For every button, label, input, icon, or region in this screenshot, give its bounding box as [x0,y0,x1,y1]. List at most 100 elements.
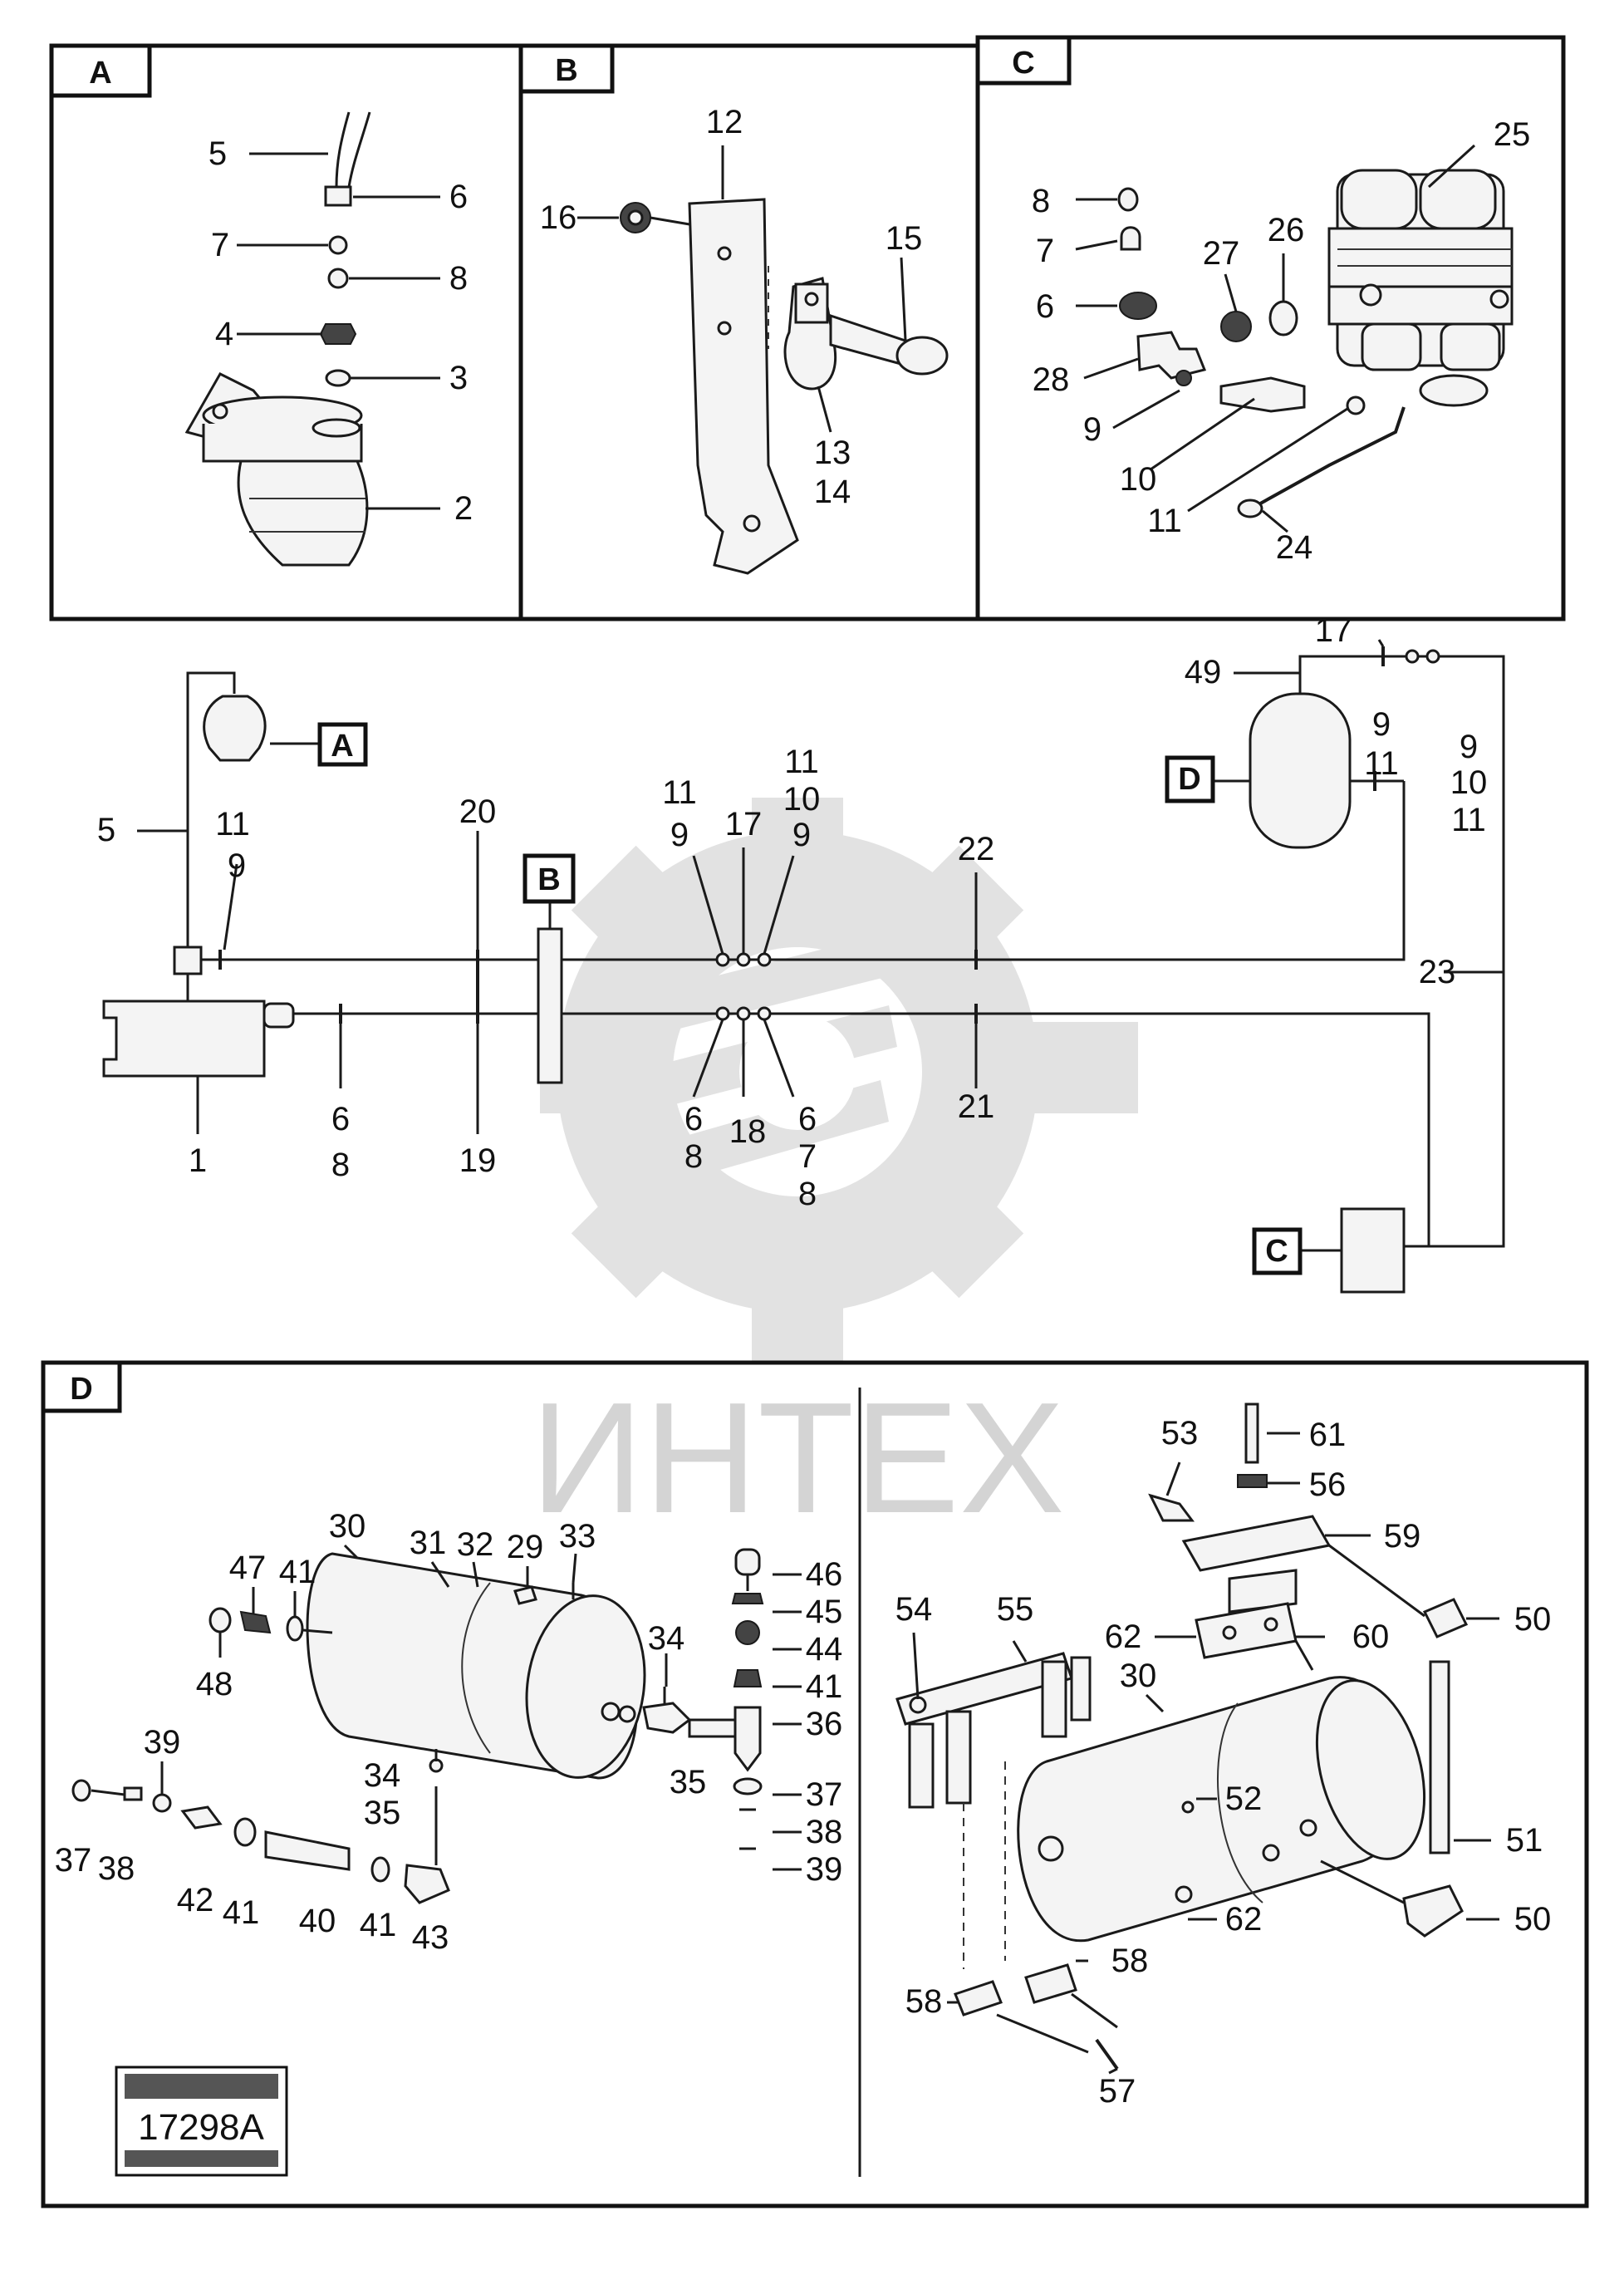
callout-9: 9 [1083,411,1101,448]
callout-7: 7 [211,227,229,263]
callout-54: 54 [895,1591,933,1628]
panel-a: A 5 6 7 8 4 3 2 [49,43,523,621]
callout-41: 41 [360,1907,397,1943]
callout-11: 11 [1147,503,1182,539]
watermark-gear [540,798,1138,1363]
tee-fitting-icon [733,1706,762,1772]
callout-8: 8 [798,1176,817,1212]
callout-39: 39 [806,1851,843,1888]
callout-53: 53 [1161,1415,1199,1452]
callout-6: 6 [798,1101,817,1137]
callout-41: 41 [806,1668,843,1705]
ref-tag-b [523,853,576,904]
washer-icon [286,1615,304,1642]
callout-59: 59 [1384,1518,1421,1555]
valve-unit-icon [1340,1207,1406,1294]
hose-fitting-icon [324,185,352,207]
callout-15: 15 [886,220,923,257]
callout-22: 22 [958,831,995,867]
callout-6: 6 [684,1101,703,1137]
brake-chamber-icon [203,695,267,762]
valve-icon [173,946,203,975]
panel-d: D [41,1360,1589,2208]
callout-58: 58 [1111,1943,1149,1979]
callout-10: 10 [783,781,821,818]
callout-3: 3 [449,360,468,396]
callout-11: 11 [662,774,697,811]
callout-17: 17 [725,806,763,842]
bracket-icon [537,927,563,1084]
ref-tag-b-label: B [537,862,560,897]
mounting-bracket-icon [688,198,799,575]
callout-58: 58 [905,1983,943,2020]
ref-tag-a-label: A [331,729,353,764]
bolt-icon [620,202,690,233]
ref-tag-a [317,722,368,767]
callout-11: 11 [215,806,250,842]
callout-11: 11 [784,744,819,780]
callout-14: 14 [814,474,851,510]
ref-tag-c [1252,1227,1303,1275]
drawing-number-stamp: 17298A [115,2066,288,2177]
callout-39: 39 [144,1724,181,1761]
callout-16: 16 [540,199,577,236]
callout-45: 45 [806,1594,843,1630]
callout-42: 42 [177,1882,214,1918]
panel-b: B 12 16 15 13 14 [518,43,980,621]
o-ring-icon [1268,300,1298,336]
callout-41: 41 [223,1894,260,1931]
callout-6: 6 [1036,288,1054,325]
callout-37: 37 [806,1776,843,1813]
main-schematic: A B D C [97,612,1505,1294]
callout-35: 35 [364,1795,401,1831]
compressor-icon [102,1000,266,1078]
callout-4: 4 [215,316,233,352]
elbow-fitting-icon [1402,1884,1464,1938]
nut-icon [1119,292,1157,320]
ref-tag-d-label: D [1178,762,1200,797]
nut-icon [239,1610,272,1634]
callout-52: 52 [1225,1781,1263,1817]
callout-8: 8 [684,1138,703,1175]
drawing-number: 17298A [138,2107,264,2148]
callout-57: 57 [1099,2073,1136,2110]
valve-manifold-icon [1181,1515,1332,1572]
callout-46: 46 [806,1556,843,1593]
gasket-icon [325,369,351,387]
nut-icon [319,323,357,345]
callout-17: 17 [1315,612,1352,649]
callout-27: 27 [1203,235,1240,272]
panel-c: C [975,35,1566,621]
elbow-fitting-icon [1422,1598,1469,1638]
callout-24: 24 [1276,529,1313,566]
callout-11: 11 [1451,802,1486,838]
sleeve-icon [1120,226,1141,251]
callout-10: 10 [1450,764,1488,801]
callout-34: 34 [648,1620,685,1657]
callout-35: 35 [670,1764,707,1800]
callout-32: 32 [457,1526,494,1563]
callout-41: 41 [279,1554,316,1590]
callout-30: 30 [1120,1658,1157,1694]
air-reservoir-icon [1249,692,1352,849]
mounted-tank-icon [1017,1676,1426,1943]
o-ring-icon [328,235,348,255]
callout-38: 38 [98,1850,135,1887]
callout-44: 44 [806,1631,843,1668]
callout-50: 50 [1514,1601,1552,1638]
callout-51: 51 [1506,1822,1543,1859]
callout-49: 49 [1185,654,1222,690]
callout-8: 8 [1032,183,1050,219]
air-tank-icon [306,1552,646,1780]
callout-9: 9 [228,847,246,884]
callout-62: 62 [1225,1901,1263,1938]
callout-36: 36 [806,1706,843,1742]
callout-9: 9 [670,817,689,853]
callout-43: 43 [412,1919,449,1956]
callout-9: 9 [792,817,811,853]
callout-47: 47 [229,1550,267,1586]
washer-icon [327,268,349,289]
callout-6: 6 [331,1101,350,1137]
